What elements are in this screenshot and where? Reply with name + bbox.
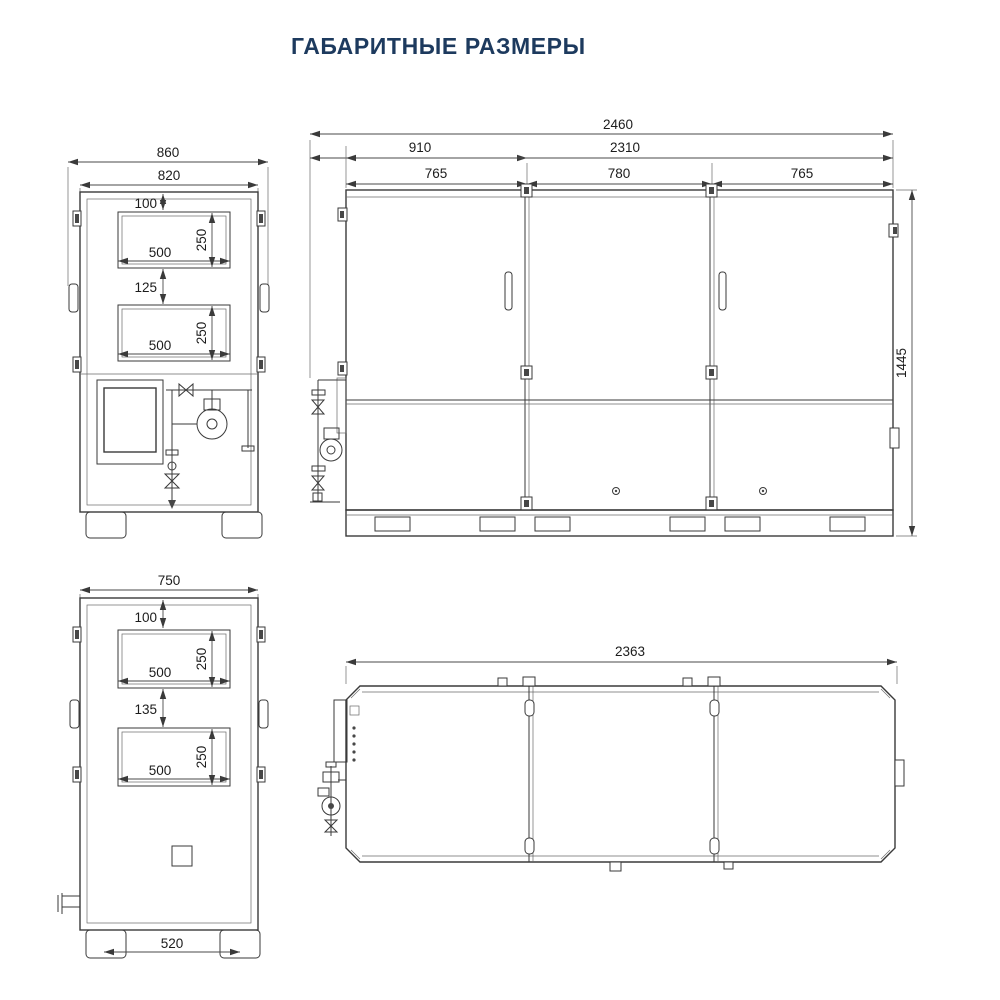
rear-casing — [79, 597, 259, 931]
lift-handle-right — [258, 699, 269, 729]
lift-handle-left — [68, 283, 79, 313]
dim-label-765-right: 765 — [791, 166, 814, 181]
top-hinges — [497, 676, 734, 872]
dim-top-overall-length: 2363 — [345, 644, 898, 684]
drain-valve-icon — [163, 473, 181, 489]
side-casing — [345, 189, 894, 511]
drain-arrow-icon — [168, 500, 176, 509]
front-hinges — [68, 210, 270, 373]
dim-front-opening1-height: 250 — [194, 213, 216, 267]
dim-label-500-d: 500 — [149, 763, 172, 778]
dim-label-765-left: 765 — [425, 166, 448, 181]
valve-icon — [178, 382, 194, 398]
pump-icon — [321, 796, 341, 816]
dim-label-100: 100 — [134, 196, 157, 211]
dim-label-250-b: 250 — [194, 322, 209, 345]
dim-rear-opening-top-offset: 100 — [134, 600, 167, 628]
pump-icon — [319, 438, 343, 462]
dim-rear-opening1-height: 250 — [194, 631, 216, 687]
top-casing — [345, 685, 896, 863]
dim-label-125: 125 — [134, 280, 157, 295]
top-view: 2363 — [317, 644, 905, 872]
dim-front-overall-width: 860 — [67, 145, 269, 286]
valve-icon — [310, 399, 326, 415]
rear-access-port — [171, 845, 193, 867]
dim-side-910-2310: 910 2310 — [310, 140, 893, 188]
dim-front-opening1-width: 500 — [118, 245, 230, 265]
side-view: 2460 910 2310 765 780 765 — [309, 117, 917, 537]
door-handle-left — [504, 271, 513, 311]
top-side-port — [894, 759, 905, 787]
dim-side-overall-length: 2460 — [309, 117, 894, 378]
dim-label-250-c: 250 — [194, 648, 209, 671]
pump-assembly-front — [163, 382, 255, 509]
dim-label-500-b: 500 — [149, 338, 172, 353]
dim-label-100-rear: 100 — [134, 610, 157, 625]
rear-pipe-stub — [57, 893, 81, 914]
dim-rear-feet-span: 520 — [104, 936, 240, 956]
dim-front-opening2-width: 500 — [118, 338, 230, 358]
rear-opening-2 — [117, 727, 231, 787]
front-opening-1 — [117, 211, 231, 269]
dim-rear-opening2-width: 500 — [118, 763, 230, 783]
side-hinges — [337, 183, 900, 511]
dim-label-1445: 1445 — [894, 348, 909, 378]
dim-label-750: 750 — [158, 573, 181, 588]
rear-hinges — [69, 626, 269, 783]
lift-handle-left — [69, 699, 80, 729]
top-control-panel — [333, 699, 360, 763]
dim-label-500-c: 500 — [149, 665, 172, 680]
rear-feet — [85, 929, 261, 959]
valve-icon — [323, 819, 339, 833]
front-view: 860 820 — [67, 145, 270, 539]
dim-front-opening2-height: 250 — [194, 306, 216, 360]
dim-label-860: 860 — [157, 145, 180, 160]
dim-label-2310: 2310 — [610, 140, 640, 155]
front-casing — [79, 191, 259, 513]
dim-rear-opening1-width: 500 — [118, 665, 230, 685]
dim-front-opening-top-offset: 100 — [134, 194, 167, 211]
valve-icon — [310, 475, 326, 491]
dim-label-135: 135 — [134, 702, 157, 717]
dim-label-250-d: 250 — [194, 746, 209, 769]
pump-icon — [196, 408, 228, 440]
pump-assembly-top — [317, 761, 346, 836]
dim-rear-overall-width: 750 — [79, 573, 259, 642]
dim-rear-openings-gap: 135 — [134, 689, 167, 727]
dim-label-910: 910 — [409, 140, 432, 155]
door-handle-right — [718, 271, 727, 311]
page-title: ГАБАРИТНЫЕ РАЗМЕРЫ — [291, 33, 586, 59]
dim-label-820: 820 — [158, 168, 181, 183]
dim-label-2460: 2460 — [603, 117, 633, 132]
front-opening-2 — [117, 304, 231, 362]
dim-side-height: 1445 — [894, 189, 917, 537]
rear-opening-1 — [117, 629, 231, 689]
pump-assembly-side — [310, 377, 347, 503]
dim-side-panels: 765 780 765 — [346, 163, 893, 190]
dim-rear-opening2-height: 250 — [194, 729, 216, 785]
front-feet — [85, 511, 263, 539]
lift-handle-right — [259, 283, 270, 313]
dim-label-500-a: 500 — [149, 245, 172, 260]
rear-view: 750 100 — [57, 573, 269, 959]
control-panel — [96, 379, 164, 465]
dim-front-openings-gap: 125 — [134, 269, 167, 304]
dim-label-250-a: 250 — [194, 229, 209, 252]
dim-label-2363: 2363 — [615, 644, 645, 659]
dim-label-780: 780 — [608, 166, 631, 181]
side-base-frame — [345, 509, 894, 537]
dim-label-520: 520 — [161, 936, 184, 951]
